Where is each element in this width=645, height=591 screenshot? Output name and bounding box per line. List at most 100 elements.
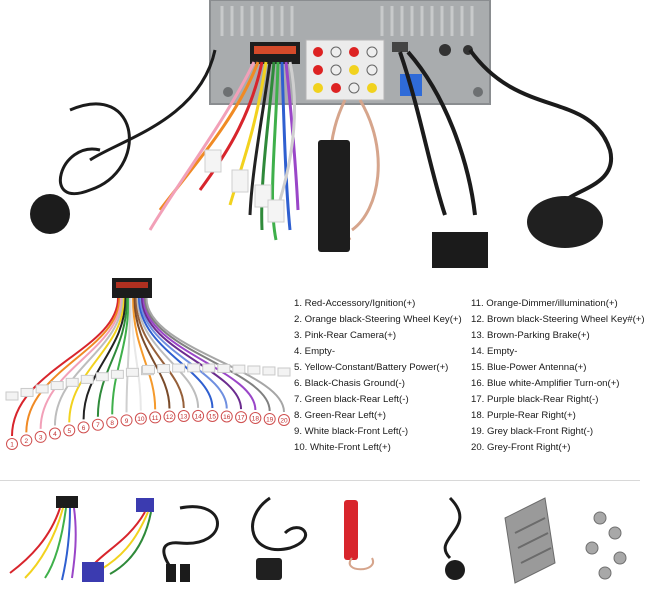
harness-wires — [148, 61, 300, 241]
diagram-wire-17 — [141, 297, 243, 410]
diagram-pin-number-12: 12 — [166, 414, 174, 421]
diagram-pin-circle-10 — [134, 412, 147, 425]
diagram-pin-number-15: 15 — [209, 414, 217, 421]
pin-list-right: 11. Orange-Dimmer/illumination(+) 12. Br… — [471, 296, 645, 456]
pin-label-19: 19. Grey black-Front Right(-) — [471, 426, 594, 437]
diagram-pin-number-9: 9 — [125, 418, 129, 425]
diagram-wire-tag-18 — [247, 365, 261, 375]
diagram-wire-tag-20 — [277, 367, 291, 377]
pin-label-6: 6. Black-Chasis Ground(-) — [294, 378, 405, 389]
pin-label-14: 14. Empty- — [471, 346, 518, 357]
diagram-pin-circle-14 — [192, 409, 205, 422]
microphone-icon — [30, 49, 217, 234]
diagram-pin-circle-18 — [249, 411, 262, 424]
pin-label-20: 20. Grey-Front Right(+) — [471, 442, 571, 453]
diagram-wire-1 — [11, 297, 119, 437]
pin-label-12: 12. Brown black-Steering Wheel Key#(+) — [471, 314, 645, 325]
diagram-pin-number-1: 1 — [10, 442, 14, 449]
diagram-pin-number-11: 11 — [152, 415, 159, 422]
diagram-pin-number-20: 20 — [280, 418, 288, 425]
pin-label-10: 10. White-Front Left(+) — [294, 442, 391, 453]
diagram-connector — [112, 278, 152, 298]
diagram-wire-13 — [135, 297, 185, 409]
main-connector — [250, 42, 300, 64]
diagram-wire-14 — [136, 297, 200, 408]
diagram-pin-circle-5 — [63, 424, 76, 437]
pin-label-18: 18. Purple-Rear Right(+) — [471, 410, 576, 421]
diagram-pin-number-17: 17 — [237, 415, 245, 422]
rca-cable-icon — [162, 505, 219, 582]
antenna-port — [439, 44, 451, 56]
diagram-wire-tag-4 — [50, 381, 64, 391]
pin-label-7: 7. Green black-Rear Left(-) — [294, 394, 409, 405]
diagram-wire-tag-16 — [217, 363, 231, 373]
usb-cables — [398, 50, 488, 268]
diagram-pin-circle-17 — [235, 411, 248, 424]
diagram-pin-circle-19 — [263, 412, 276, 425]
screws-icon — [585, 511, 627, 580]
pin-label-16: 16. Blue white-Amplifier Turn-on(+) — [471, 378, 620, 389]
diagram-wire-12 — [133, 297, 171, 409]
diagram-wire-18 — [142, 297, 257, 411]
diagram-pin-number-19: 19 — [266, 416, 274, 423]
pin-label-11: 11. Orange-Dimmer/illumination(+) — [471, 298, 618, 309]
diagram-wire-tag-2 — [20, 387, 34, 397]
harness-labels — [204, 149, 285, 223]
diagram-wire-tag-5 — [65, 377, 79, 387]
diagram-wire-tag-7 — [95, 372, 109, 382]
gps-antenna-icon — [468, 48, 614, 248]
pin-label-3: 3. Pink-Rear Camera(+) — [294, 330, 397, 341]
diagram-wire-tag-3 — [35, 384, 49, 394]
head-unit-back-photo — [0, 0, 640, 270]
diagram-pin-number-4: 4 — [53, 431, 57, 438]
diagram-wire-7 — [96, 297, 128, 417]
included-accessories — [0, 478, 640, 591]
diagram-wire-tag-15 — [202, 363, 216, 373]
microphone-icon — [443, 496, 465, 580]
diagram-wire-tag-17 — [232, 364, 246, 374]
diagram-pin-circle-16 — [220, 410, 233, 423]
diagram-wire-15 — [138, 297, 214, 409]
diagram-wire-8 — [111, 297, 130, 415]
diagram-wire-tag-13 — [172, 363, 186, 373]
pin-label-8: 8. Green-Rear Left(+) — [294, 410, 386, 421]
diagram-wire-10 — [130, 297, 142, 411]
diagram-wire-tag-6 — [80, 374, 94, 384]
diagram-pin-number-13: 13 — [180, 414, 188, 421]
pin-label-9: 9. White black-Front Left(-) — [294, 426, 409, 437]
diagram-pin-number-5: 5 — [67, 428, 71, 435]
diagram-wire-20 — [145, 297, 285, 413]
diagram-wire-tag-12 — [157, 364, 171, 374]
pin-label-17: 17. Purple black-Rear Right(-) — [471, 394, 599, 405]
pin-label-5: 5. Yellow-Constant/Battery Power(+) — [294, 362, 449, 373]
diagram-pin-circle-3 — [34, 430, 47, 443]
radio-antenna-cable — [318, 99, 380, 252]
diagram-wire-tag-19 — [262, 366, 276, 376]
usb-port — [392, 42, 408, 52]
diagram-pin-circle-13 — [177, 410, 190, 423]
pin-label-15: 15. Blue-Power Antenna(+) — [471, 362, 587, 373]
section-divider — [0, 480, 640, 481]
pin-label-1: 1. Red-Accessory/Ignition(+) — [294, 298, 416, 309]
diagram-wire-tag-1 — [5, 391, 19, 401]
mounting-bracket-icon — [504, 497, 556, 584]
diagram-wire-4 — [53, 297, 124, 426]
diagram-pin-circle-12 — [163, 410, 176, 423]
diagram-pin-circle-7 — [91, 418, 104, 431]
pin-label-13: 13. Brown-Parking Brake(+) — [471, 330, 590, 341]
diagram-wires — [11, 297, 285, 437]
diagram-pin-circle-11 — [149, 411, 162, 424]
diagram-pin-number-14: 14 — [194, 413, 202, 420]
diagram-wire-19 — [144, 297, 271, 412]
diagram-pin-circle-20 — [278, 414, 290, 426]
diagram-pin-number-6: 6 — [82, 425, 86, 432]
diagram-wire-5 — [68, 297, 125, 423]
diagram-pin-circle-9 — [120, 414, 133, 427]
rca-jacks — [305, 39, 385, 101]
diagram-pin-number-7: 7 — [96, 422, 100, 429]
diagram-pin-number-18: 18 — [252, 415, 260, 422]
diagram-pin-circle-4 — [48, 427, 61, 440]
